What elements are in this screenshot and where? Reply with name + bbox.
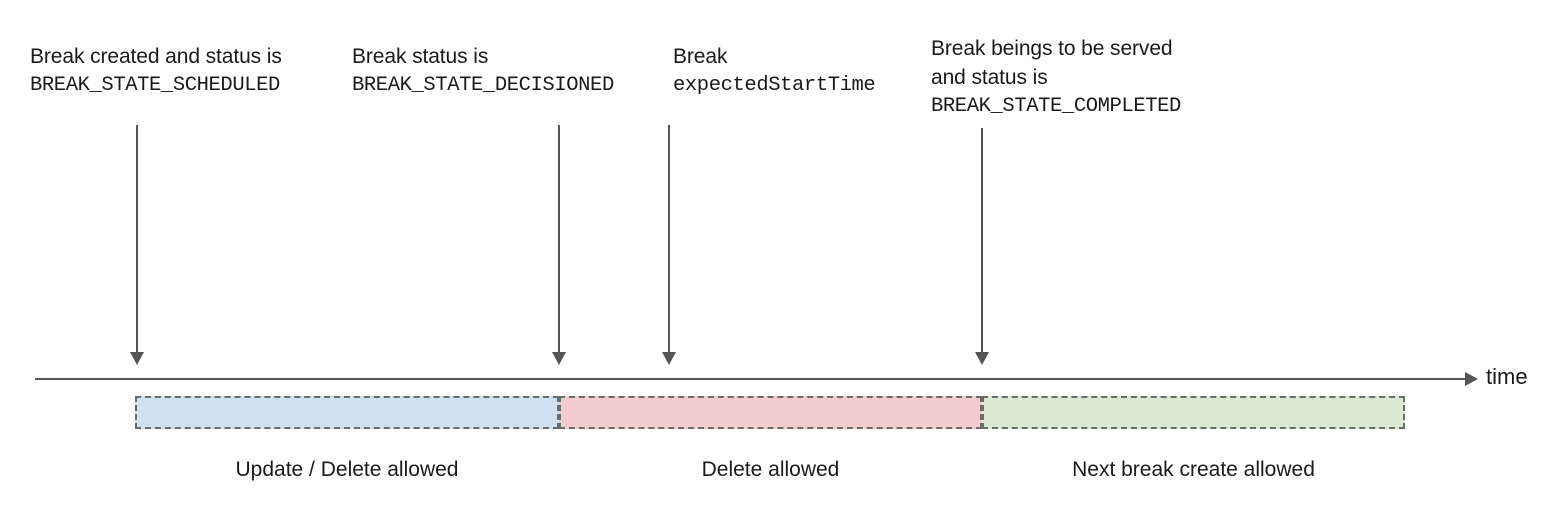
annotation-expected-start-time: Break expectedStartTime: [673, 42, 876, 100]
marker-arrow-decisioned: [552, 125, 566, 365]
arrow-shaft: [558, 125, 560, 352]
marker-arrow-scheduled: [130, 125, 144, 365]
annotation-line: Break: [673, 45, 728, 68]
annotation-line: Break beings to be served: [931, 37, 1173, 60]
arrow-head-icon: [130, 352, 144, 365]
marker-arrow-expected-start-time: [662, 125, 676, 365]
annotation-line: BREAK_STATE_COMPLETED: [931, 95, 1181, 118]
arrow-shaft: [668, 125, 670, 352]
time-axis-line: [35, 378, 1465, 380]
phase-bar-delete-only: [559, 396, 982, 429]
phase-bar-update-delete: [135, 396, 559, 429]
arrow-shaft: [136, 125, 138, 352]
time-axis-label: time: [1486, 364, 1528, 389]
annotation-scheduled: Break created and status is BREAK_STATE_S…: [30, 42, 282, 100]
time-axis-arrow-icon: [1465, 372, 1478, 386]
annotation-line: BREAK_STATE_SCHEDULED: [30, 74, 280, 97]
annotation-line: and status is: [931, 66, 1048, 89]
annotation-decisioned: Break status is BREAK_STATE_DECISIONED: [352, 42, 614, 100]
phase-caption-delete-only: Delete allowed: [701, 458, 840, 481]
phase-caption-next-break-create: Next break create allowed: [1072, 458, 1315, 481]
marker-arrow-completed: [975, 128, 989, 365]
annotation-line: Break status is: [352, 45, 489, 68]
annotation-line: BREAK_STATE_DECISIONED: [352, 74, 614, 97]
annotation-line: Break created and status is: [30, 45, 282, 68]
annotation-completed: Break beings to be served and status is BR…: [931, 34, 1181, 121]
arrow-head-icon: [662, 352, 676, 365]
arrow-head-icon: [975, 352, 989, 365]
phase-bar-next-break-create: [982, 396, 1405, 429]
arrow-shaft: [981, 128, 983, 352]
phase-caption-update-delete: Update / Delete allowed: [235, 458, 459, 481]
arrow-head-icon: [552, 352, 566, 365]
annotation-line: expectedStartTime: [673, 74, 876, 97]
